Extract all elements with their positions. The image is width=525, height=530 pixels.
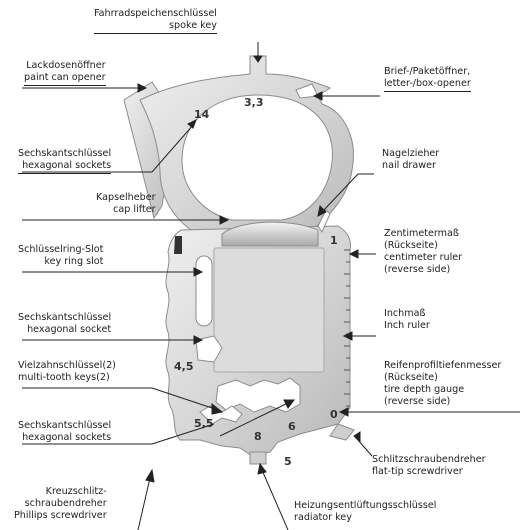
label-multi-tooth-keys: Vielzahnschlüssel(2) multi-tooth keys(2)	[18, 360, 116, 383]
label-letter-box-opener: Brief-/Paketöffner, letter-/box-opener	[384, 66, 471, 92]
hex-socket-mid	[195, 335, 223, 363]
mark-14: 14	[194, 108, 210, 121]
key-ring-marker	[174, 236, 182, 254]
key-ring-slot	[195, 255, 213, 327]
nail-drawer-notch	[317, 209, 331, 234]
label-cm-ruler: Zentimetermaß (Rückseite) centimeter rul…	[384, 228, 463, 275]
mark-5: 5	[284, 455, 292, 468]
label-hex-socket-mid: Sechskantschlüssel hexagonal socket	[18, 312, 112, 335]
mark-4-5: 4,5	[174, 360, 194, 373]
label-phillips-screwdriver: Kreuzschlitz- schraubendreher Phillips s…	[14, 486, 107, 521]
mark-3-3: 3,3	[244, 96, 264, 109]
ruler-mark-1: 1	[330, 234, 338, 247]
label-flat-tip-screwdriver: Schlitzschraubendreher flat-tip screwdri…	[372, 454, 486, 477]
inner-panel	[213, 247, 325, 373]
multitool-body: 3,3 14 4,5 5,5 8 6 5 1 0	[123, 55, 355, 468]
label-spoke-key: Fahrradspeichenschlüssel spoke key	[94, 8, 217, 34]
label-radiator-key: Heizungsentlüftungsschlüssel radiator ke…	[294, 500, 437, 523]
label-inch-ruler: Inchmaß Inch ruler	[384, 308, 430, 331]
mark-8: 8	[254, 430, 262, 443]
ruler-mark-0: 0	[330, 408, 338, 421]
mark-5-5: 5,5	[194, 417, 214, 430]
flat-screwdriver-tip	[329, 423, 355, 441]
label-cap-lifter: Kapselheber cap lifter	[96, 192, 156, 215]
mark-6: 6	[288, 420, 296, 433]
label-hex-sockets-top: Sechskantschlüssel hexagonal sockets	[18, 148, 112, 174]
radiator-key-tab	[249, 451, 267, 465]
label-nail-drawer: Nagelzieher nail drawer	[382, 148, 440, 171]
label-hex-sockets-bottom: Sechskantschlüssel hexagonal sockets	[18, 420, 112, 443]
label-key-ring-slot: Schlüsselring-Slot key ring slot	[18, 244, 104, 267]
label-tire-depth-gauge: Reifenprofiltiefenmesser (Rückseite) tir…	[384, 360, 502, 407]
cap-lifter-edge	[221, 221, 319, 247]
label-paint-can-opener: Lackdosenöffner paint can opener	[24, 60, 106, 86]
leader-lines	[22, 42, 520, 530]
